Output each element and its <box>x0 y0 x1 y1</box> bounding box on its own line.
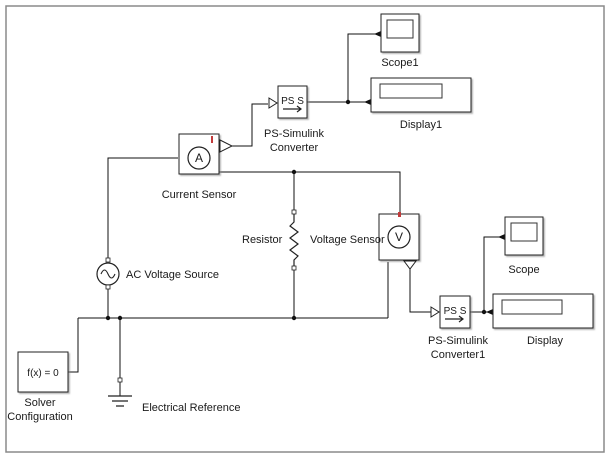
solver-glyph: f(x) = 0 <box>27 368 59 379</box>
voltmeter-icon <box>387 225 411 249</box>
junction-dot <box>291 169 297 175</box>
ps-converter-top-label-2: Converter <box>270 142 319 154</box>
display-label: Display <box>527 335 564 347</box>
arrow-to-display1 <box>364 99 371 105</box>
display1-readout-icon <box>379 83 443 99</box>
ps-converter-bottom-input-port <box>430 306 440 318</box>
solver-configuration-block[interactable]: f(x) = 0 Solver Configuration <box>7 351 73 423</box>
junction-dot <box>291 315 297 321</box>
display1-block[interactable]: Display1 <box>370 77 472 131</box>
wire-to-scope <box>483 236 504 312</box>
scope-label: Scope <box>508 264 539 276</box>
ps-converter-top-body[interactable] <box>277 85 308 119</box>
current-sensor-block[interactable]: A Current Sensor <box>162 133 237 201</box>
junction-dot <box>481 309 487 315</box>
ac-voltage-source-label: AC Voltage Source <box>126 269 219 281</box>
display-readout-icon <box>501 299 563 315</box>
wire-solver <box>68 318 79 373</box>
ps-converter-top-label-1: PS-Simulink <box>264 128 324 140</box>
ac-source-port-top <box>105 257 111 263</box>
wire-sensor-to-source-top <box>107 157 178 262</box>
ground-icon[interactable] <box>108 395 132 407</box>
ac-voltage-source-block[interactable]: AC Voltage Source <box>96 257 219 290</box>
scope1-label: Scope1 <box>381 57 418 69</box>
voltage-sensor-port-marker <box>398 212 401 217</box>
display-block[interactable]: Display <box>492 293 594 347</box>
arrow-to-scope1 <box>374 31 381 37</box>
junction-dot <box>105 315 111 321</box>
scope1-screen-icon <box>386 19 414 39</box>
ps-converter-bottom-body[interactable] <box>439 295 471 329</box>
ps-converter-bottom-arrow-icon <box>445 315 464 323</box>
ammeter-glyph: A <box>195 151 203 165</box>
wire-voltage-sensor-out <box>409 268 432 313</box>
scope1-block[interactable]: Scope1 <box>380 13 420 69</box>
junctions <box>105 99 487 321</box>
electrical-reference-label: Electrical Reference <box>142 402 240 414</box>
voltmeter-glyph: V <box>395 230 403 244</box>
scope-block[interactable]: Scope <box>504 216 544 276</box>
resistor-port-bottom <box>291 265 297 271</box>
ps-converter-bottom-block[interactable]: PS S PS-Simulink Converter1 <box>428 295 488 361</box>
current-sensor-label: Current Sensor <box>162 189 237 201</box>
wires <box>68 33 504 396</box>
display1-label: Display1 <box>400 119 442 131</box>
wire-top-rail <box>205 171 401 212</box>
ps-converter-top-input-port <box>268 97 278 109</box>
voltage-sensor-label: Voltage Sensor <box>310 234 385 246</box>
ps-converter-top-block[interactable]: PS S PS-Simulink Converter <box>264 85 324 154</box>
reference-port <box>117 377 123 383</box>
arrow-to-scope <box>498 234 505 240</box>
solver-label-2: Configuration <box>7 411 72 423</box>
solver-configuration-body[interactable] <box>17 351 69 393</box>
wire-to-scope1 <box>347 33 380 102</box>
ps-converter-bottom-label-1: PS-Simulink <box>428 335 488 347</box>
solver-label-1: Solver <box>24 397 56 409</box>
sine-wave-icon <box>100 269 116 279</box>
ps-converter-top-arrow-icon <box>283 105 302 113</box>
junction-dot <box>117 315 123 321</box>
diagram-border <box>5 5 605 453</box>
resistor-block[interactable]: Resistor <box>242 209 300 271</box>
wire-current-sensor-out <box>232 103 268 147</box>
resistor-label: Resistor <box>242 234 283 246</box>
junction-dot <box>345 99 351 105</box>
ps-converter-top-glyph: PS S <box>281 96 304 107</box>
scope-screen-icon <box>510 222 538 242</box>
ps-converter-bottom-label-2: Converter1 <box>431 349 485 361</box>
ps-converter-bottom-glyph: PS S <box>444 306 467 317</box>
ac-source-port-bottom <box>105 284 111 290</box>
resistor-zigzag-icon <box>289 214 299 268</box>
current-sensor-port-marker <box>211 136 213 143</box>
voltage-sensor-block[interactable]: V Voltage Sensor <box>310 212 420 270</box>
ammeter-icon <box>187 146 211 170</box>
arrowheads <box>364 31 505 315</box>
voltage-sensor-output-port <box>403 260 417 270</box>
resistor-port-top <box>291 209 297 215</box>
arrow-to-display <box>486 309 493 315</box>
electrical-reference-block[interactable]: Electrical Reference <box>108 377 240 414</box>
current-sensor-output-port <box>219 139 234 153</box>
